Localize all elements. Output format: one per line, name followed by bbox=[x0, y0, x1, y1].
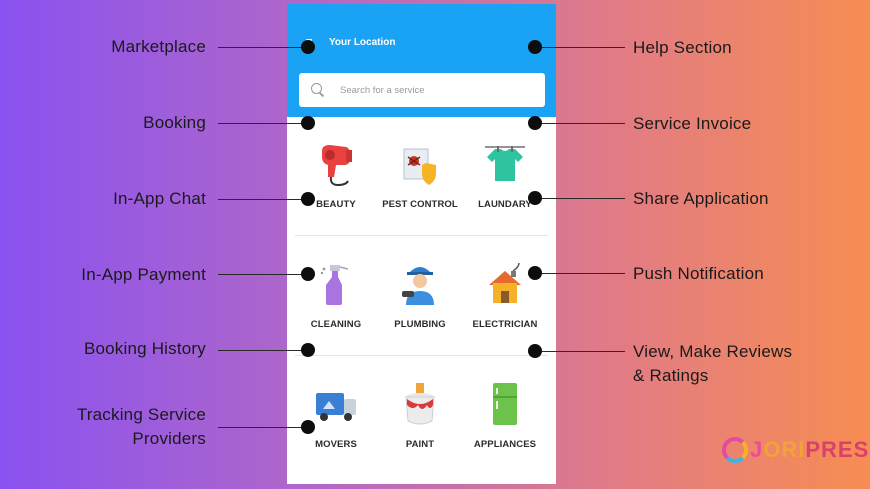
service-beauty[interactable]: BEAUTY bbox=[291, 143, 381, 223]
connector-line bbox=[218, 427, 308, 428]
tshirt-icon bbox=[485, 146, 525, 181]
row-divider bbox=[295, 355, 548, 356]
connector-line bbox=[535, 351, 625, 352]
paint-bucket-icon bbox=[405, 383, 435, 425]
connector-dot bbox=[301, 192, 315, 206]
connector-dot bbox=[301, 420, 315, 434]
connector-line bbox=[218, 274, 308, 275]
service-pest-control[interactable]: PEST CONTROL bbox=[375, 143, 465, 223]
feature-label-service-invoice: Service Invoice bbox=[633, 114, 752, 133]
truck-icon bbox=[316, 393, 356, 421]
feature-label-line: & Ratings bbox=[633, 366, 709, 385]
search-placeholder: Search for a service bbox=[340, 84, 425, 96]
service-label: PLUMBING bbox=[394, 319, 446, 330]
connector-line bbox=[535, 123, 625, 124]
service-laundary[interactable]: LAUNDARY bbox=[460, 143, 550, 223]
connector-dot bbox=[528, 116, 542, 130]
feature-label-push-notification: Push Notification bbox=[633, 264, 764, 283]
service-label: MOVERS bbox=[315, 439, 357, 450]
connector-dot bbox=[301, 343, 315, 357]
service-electrician[interactable]: ELECTRICIAN bbox=[460, 263, 550, 343]
service-appliances[interactable]: APPLIANCES bbox=[460, 383, 550, 463]
hair-dryer-icon bbox=[322, 145, 352, 187]
feature-label-line: Providers bbox=[132, 429, 206, 448]
connector-dot bbox=[301, 267, 315, 281]
search-icon bbox=[311, 83, 325, 97]
connector-line bbox=[218, 199, 308, 200]
connector-dot bbox=[528, 266, 542, 280]
connector-dot bbox=[301, 40, 315, 54]
feature-label-line: View, Make Reviews bbox=[633, 342, 793, 361]
service-label: APPLIANCES bbox=[473, 439, 537, 450]
connector-line bbox=[535, 273, 625, 274]
service-paint[interactable]: PAINT bbox=[375, 383, 465, 463]
brand-logo: J ORI PRESS bbox=[722, 437, 870, 463]
service-label: PAINT bbox=[405, 439, 435, 450]
connector-dot bbox=[528, 40, 542, 54]
brand-text: J bbox=[750, 437, 764, 462]
connector-line bbox=[218, 350, 308, 351]
brand-text: ORI bbox=[763, 437, 806, 462]
feature-label-in-app-payment: In-App Payment bbox=[81, 265, 206, 284]
row-divider bbox=[295, 235, 548, 236]
connector-line bbox=[535, 47, 625, 48]
feature-label-help-section: Help Section bbox=[633, 38, 732, 57]
feature-label-booking: Booking bbox=[143, 113, 206, 132]
feature-label-marketplace: Marketplace bbox=[111, 37, 206, 56]
house-plug-icon bbox=[489, 263, 521, 303]
pest-control-icon bbox=[403, 148, 436, 185]
search-input[interactable]: Search for a service bbox=[299, 73, 545, 107]
feature-label-tracking-service-providers: Tracking Service Providers bbox=[77, 403, 206, 451]
connector-dot bbox=[301, 116, 315, 130]
connector-dot bbox=[528, 191, 542, 205]
connector-line bbox=[535, 198, 625, 199]
connector-line bbox=[218, 47, 308, 48]
connector-dot bbox=[528, 344, 542, 358]
service-label: ELECTRICIAN bbox=[472, 319, 538, 330]
feature-label-share-application: Share Application bbox=[633, 189, 769, 208]
brand-text: PRESS bbox=[805, 437, 870, 462]
connector-line bbox=[218, 123, 308, 124]
feature-label-line: Tracking Service bbox=[76, 405, 206, 424]
feature-label-booking-history: Booking History bbox=[83, 339, 206, 358]
phone-screen: Your Location Search for a service BEAUT… bbox=[287, 4, 556, 484]
service-cleaning[interactable]: CLEANING bbox=[291, 263, 381, 343]
service-movers[interactable]: MOVERS bbox=[291, 383, 381, 463]
location-label[interactable]: Your Location bbox=[329, 37, 396, 48]
spray-bottle-icon bbox=[320, 265, 349, 305]
feature-label-in-app-chat: In-App Chat bbox=[113, 189, 206, 208]
fridge-icon bbox=[493, 383, 517, 425]
plumber-icon bbox=[402, 267, 434, 305]
service-label: LAUNDARY bbox=[478, 199, 532, 210]
service-label: CLEANING bbox=[310, 319, 362, 330]
logo-ring-icon bbox=[722, 437, 748, 463]
service-label: PEST CONTROL bbox=[382, 199, 458, 210]
service-label: BEAUTY bbox=[316, 199, 356, 210]
feature-label-reviews-ratings: View, Make Reviews & Ratings bbox=[633, 340, 792, 388]
app-header: Your Location Search for a service bbox=[287, 4, 556, 117]
service-plumbing[interactable]: PLUMBING bbox=[375, 263, 465, 343]
